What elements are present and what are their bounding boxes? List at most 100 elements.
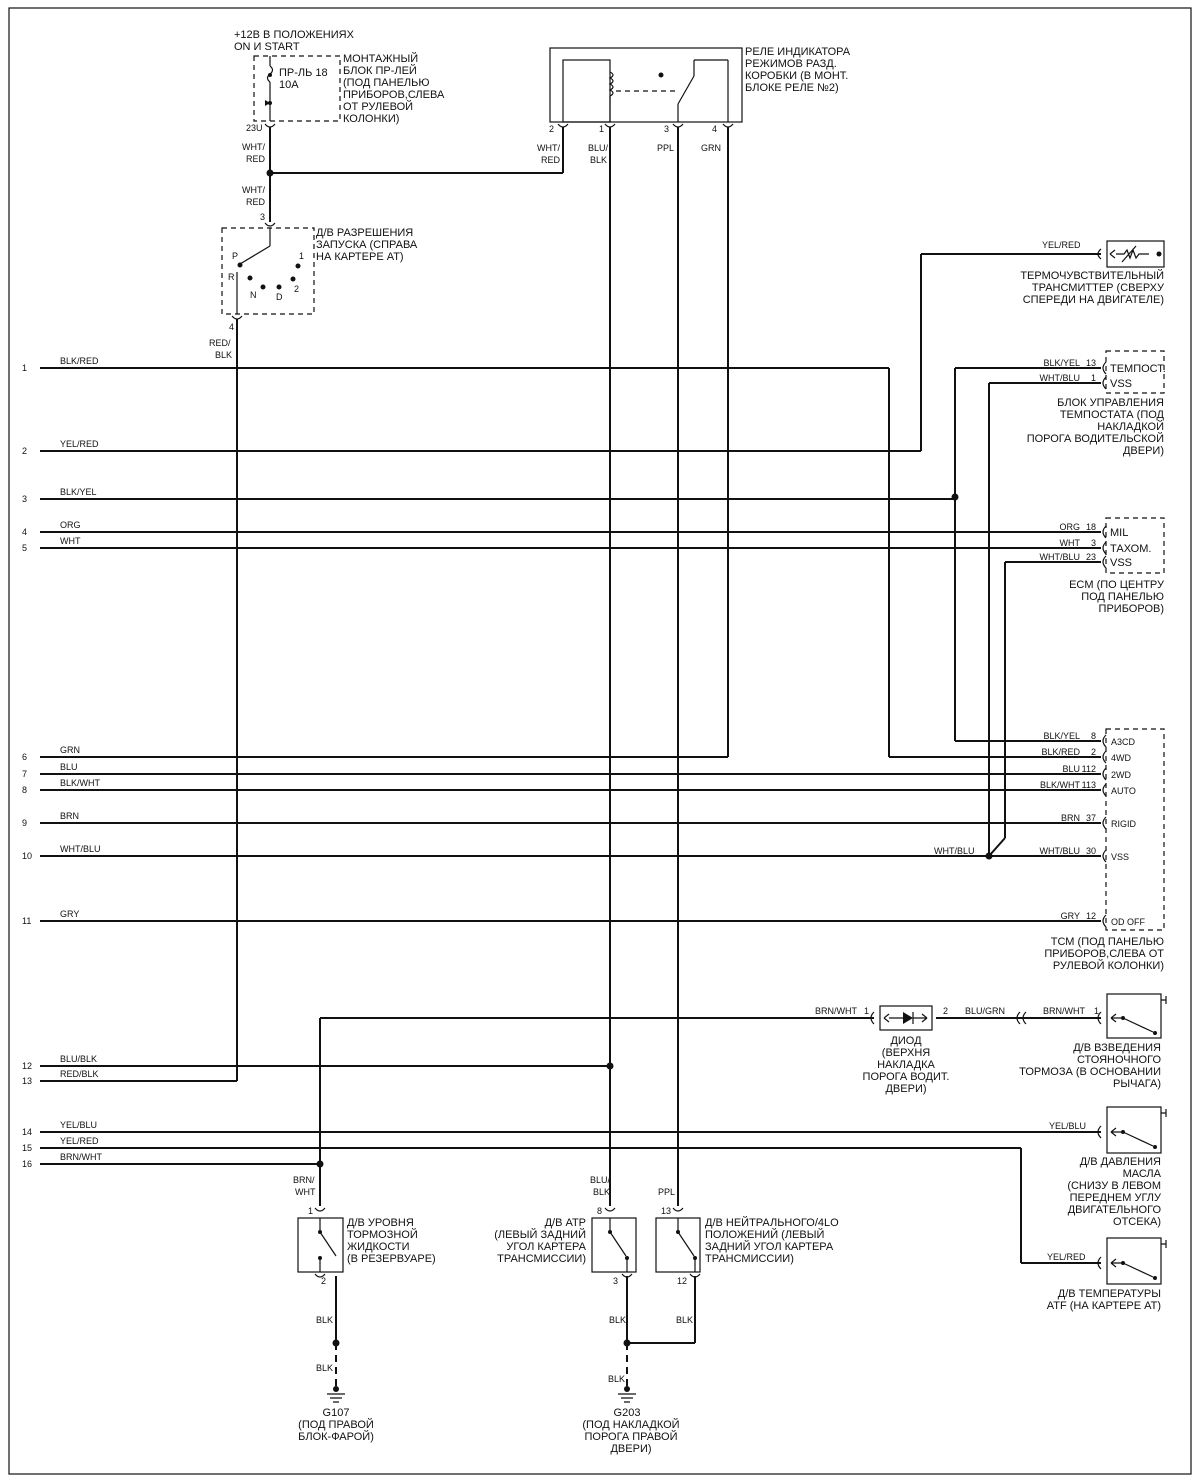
- diode-outline: [879, 1005, 933, 1031]
- left-wire-label: BLK/WHT: [60, 778, 101, 788]
- ecm-wire-label: WHT/BLU: [1040, 552, 1081, 562]
- relay-wire-1b: BLK: [590, 155, 607, 165]
- svg-text:РЕЖИМОВ РАЗД.: РЕЖИМОВ РАЗД.: [745, 58, 837, 70]
- svg-text:ТЕМПОСТАТА (ПОД: ТЕМПОСТАТА (ПОД: [1060, 409, 1165, 421]
- ecm-wire-label: ORG: [1059, 522, 1080, 532]
- ground-icon: [1156, 251, 1162, 257]
- svg-text:Д/В РАЗРЕШЕНИЯ: Д/В РАЗРЕШЕНИЯ: [316, 227, 413, 239]
- ecm-wire-label: WHT: [1060, 538, 1081, 548]
- left-pin-number: 16: [22, 1159, 32, 1169]
- left-wire-label: BRN: [60, 811, 79, 821]
- oil-label: Д/В ДАВЛЕНИЯ МАСЛА (СНИЗУ В ЛЕВОМ ПЕРЕДН…: [1067, 1156, 1162, 1228]
- svg-text:ОТСЕКА): ОТСЕКА): [1113, 1216, 1161, 1228]
- signal-buses: [40, 367, 1101, 860]
- svg-text:ЗАПУСКА (СПРАВА: ЗАПУСКА (СПРАВА: [316, 239, 418, 251]
- svg-text:ПЕРЕДНЕМ УГЛУ: ПЕРЕДНЕМ УГЛУ: [1070, 1192, 1162, 1204]
- neutral-pin-in: 13: [661, 1206, 671, 1216]
- svg-text:ТСМ (ПОД ПАНЕЛЬЮ: ТСМ (ПОД ПАНЕЛЬЮ: [1051, 936, 1164, 948]
- svg-text:Д/В ДАВЛЕНИЯ: Д/В ДАВЛЕНИЯ: [1080, 1156, 1161, 1168]
- tcm-pin-number: 2: [1091, 747, 1096, 757]
- atp-pin-in: 8: [597, 1206, 602, 1216]
- diode-label: ДИОД (ВЕРХНЯ НАКЛАДКА ПОРОГА ВОДИТ. ДВЕР…: [863, 1035, 950, 1095]
- svg-text:Д/В УРОВНЯ: Д/В УРОВНЯ: [347, 1217, 414, 1229]
- left-wire-label: WHT: [60, 536, 81, 546]
- thermo-wire-label: YEL/RED: [1042, 240, 1081, 250]
- svg-text:НАКЛАДКОЙ: НАКЛАДКОЙ: [1097, 420, 1164, 433]
- tempostat-pin-number: 13: [1086, 358, 1096, 368]
- ground-icon: [618, 1386, 636, 1403]
- svg-text:Д/В ТЕМПЕРАТУРЫ: Д/В ТЕМПЕРАТУРЫ: [1058, 1288, 1161, 1300]
- splice-dot: [606, 1062, 614, 1070]
- left-wire-label: YEL/RED: [60, 1136, 99, 1146]
- left-connector: 1BLK/RED2YEL/RED3BLK/YEL4ORG5WHT6GRN7BLU…: [22, 356, 1101, 1169]
- tcm: ТСМ (ПОД ПАНЕЛЬЮ ПРИБОРОВ,СЛЕВА ОТ РУЛЕВ…: [934, 728, 1165, 972]
- relay-pin-3: 3: [664, 124, 669, 134]
- thermistor-icon: [1109, 248, 1149, 260]
- svg-text:ДВЕРИ): ДВЕРИ): [1123, 445, 1164, 457]
- g203-label-1: (ПОД НАКЛАДКОЙ: [582, 1418, 679, 1431]
- left-pin-number: 6: [22, 752, 27, 762]
- relay-outline: [549, 47, 743, 123]
- left-pin-row: 4 ORG: [22, 520, 1101, 537]
- svg-text:ДВЕРИ): ДВЕРИ): [885, 1083, 926, 1095]
- tcm-signal-name: A3CD: [1111, 737, 1136, 747]
- svg-text:(ВЕРХНЯ: (ВЕРХНЯ: [882, 1047, 930, 1059]
- svg-text:БЛОК ПР-ЛЕЙ: БЛОК ПР-ЛЕЙ: [343, 64, 417, 77]
- thermo-label: ТЕРМОЧУВСТВИТЕЛЬНЫЙ ТРАНСМИТТЕР (СВЕРХУ …: [1020, 269, 1165, 306]
- fuse-block: +12В В ПОЛОЖЕНИЯХ ON И START ПР-ЛЬ 18 10…: [234, 29, 563, 222]
- tcm-label: ТСМ (ПОД ПАНЕЛЬЮ ПРИБОРОВ,СЛЕВА ОТ РУЛЕВ…: [1044, 936, 1164, 972]
- left-wire-label: ORG: [60, 520, 81, 530]
- ground-g203: BLK G203 (ПОД НАКЛАДКОЙ ПОРОГА ПРАВОЙ ДВ…: [582, 1339, 680, 1455]
- tcm-wire-label: BRN: [1061, 813, 1080, 823]
- tcm-wire-label: BLK/YEL: [1043, 731, 1080, 741]
- brake-fluid-wire-b: WHT: [295, 1187, 316, 1197]
- svg-text:КОРОБКИ (В МОНТ.: КОРОБКИ (В МОНТ.: [745, 70, 848, 82]
- svg-text:ДВИГАТЕЛЬНОГО: ДВИГАТЕЛЬНОГО: [1068, 1204, 1162, 1216]
- svg-text:МАСЛА: МАСЛА: [1123, 1168, 1162, 1180]
- relay-wire-2a: WHT/: [537, 143, 560, 153]
- svg-text:ПОД ПАНЕЛЬЮ: ПОД ПАНЕЛЬЮ: [1081, 591, 1164, 603]
- atp-label: Д/В АТР (ЛЕВЫЙ ЗАДНИЙ УГОЛ КАРТЕРА ТРАНС…: [494, 1217, 586, 1265]
- svg-text:КОЛОНКИ): КОЛОНКИ): [343, 113, 399, 125]
- left-pin-number: 12: [22, 1061, 32, 1071]
- wire-label-power-2: RED: [246, 154, 266, 164]
- tempostat-control-unit: БЛОК УПРАВЛЕНИЯ ТЕМПОСТАТА (ПОД НАКЛАДКО…: [1027, 350, 1166, 457]
- left-pin-number: 3: [22, 494, 27, 504]
- svg-text:Д/В НЕЙТРАЛЬНОГО/4LO: Д/В НЕЙТРАЛЬНОГО/4LO: [705, 1216, 839, 1229]
- left-wire-label: BRN/WHT: [60, 1152, 102, 1162]
- tcm-pin-number: 12: [1086, 911, 1096, 921]
- svg-text:ЖИДКОСТИ: ЖИДКОСТИ: [347, 1241, 410, 1253]
- left-pin-number: 4: [22, 527, 27, 537]
- neutral-wire: PPL: [658, 1187, 675, 1197]
- svg-text:ЗАДНИЙ УГОЛ КАРТЕРА: ЗАДНИЙ УГОЛ КАРТЕРА: [705, 1240, 834, 1253]
- tcm-pin-number: 113: [1082, 780, 1096, 790]
- neutral-label: Д/В НЕЙТРАЛЬНОГО/4LO ПОЛОЖЕНИЙ (ЛЕВЫЙ ЗА…: [705, 1216, 839, 1265]
- connector-icon: [264, 123, 276, 128]
- diode-wire-in: BRN/WHT: [815, 1006, 857, 1016]
- svg-text:ТРАНСМИТТЕР (СВЕРХУ: ТРАНСМИТТЕР (СВЕРХУ: [1032, 282, 1165, 294]
- park-brake-wire: BRN/WHT: [1043, 1006, 1085, 1016]
- ground-icon: [327, 1386, 345, 1403]
- svg-text:ОТ РУЛЕВОЙ: ОТ РУЛЕВОЙ: [343, 100, 413, 113]
- svg-text:ECM (ПО ЦЕНТРУ: ECM (ПО ЦЕНТРУ: [1069, 579, 1165, 591]
- ecm-outline: [1105, 517, 1165, 574]
- brake-fluid-gnd-wire-1: BLK: [316, 1315, 333, 1325]
- tcm-wire-label: GRY: [1061, 911, 1080, 921]
- diode: BRN/WHT 1 2 BLU/GRN ДИОД (ВЕРХНЯ НАКЛАДК…: [319, 1005, 1101, 1206]
- svg-text:Д/В ВЗВЕДЕНИЯ: Д/В ВЗВЕДЕНИЯ: [1073, 1042, 1161, 1054]
- brake-fluid-label: Д/В УРОВНЯ ТОРМОЗНОЙ ЖИДКОСТИ (В РЕЗЕРВУ…: [347, 1217, 436, 1265]
- atp-wire-b: BLK: [593, 1187, 610, 1197]
- svg-text:ПОРОГА ВОДИТЕЛЬСКОЙ: ПОРОГА ВОДИТЕЛЬСКОЙ: [1027, 432, 1164, 445]
- tcm-outline: [1105, 728, 1165, 931]
- tcm-signal-name: RIGID: [1111, 819, 1137, 829]
